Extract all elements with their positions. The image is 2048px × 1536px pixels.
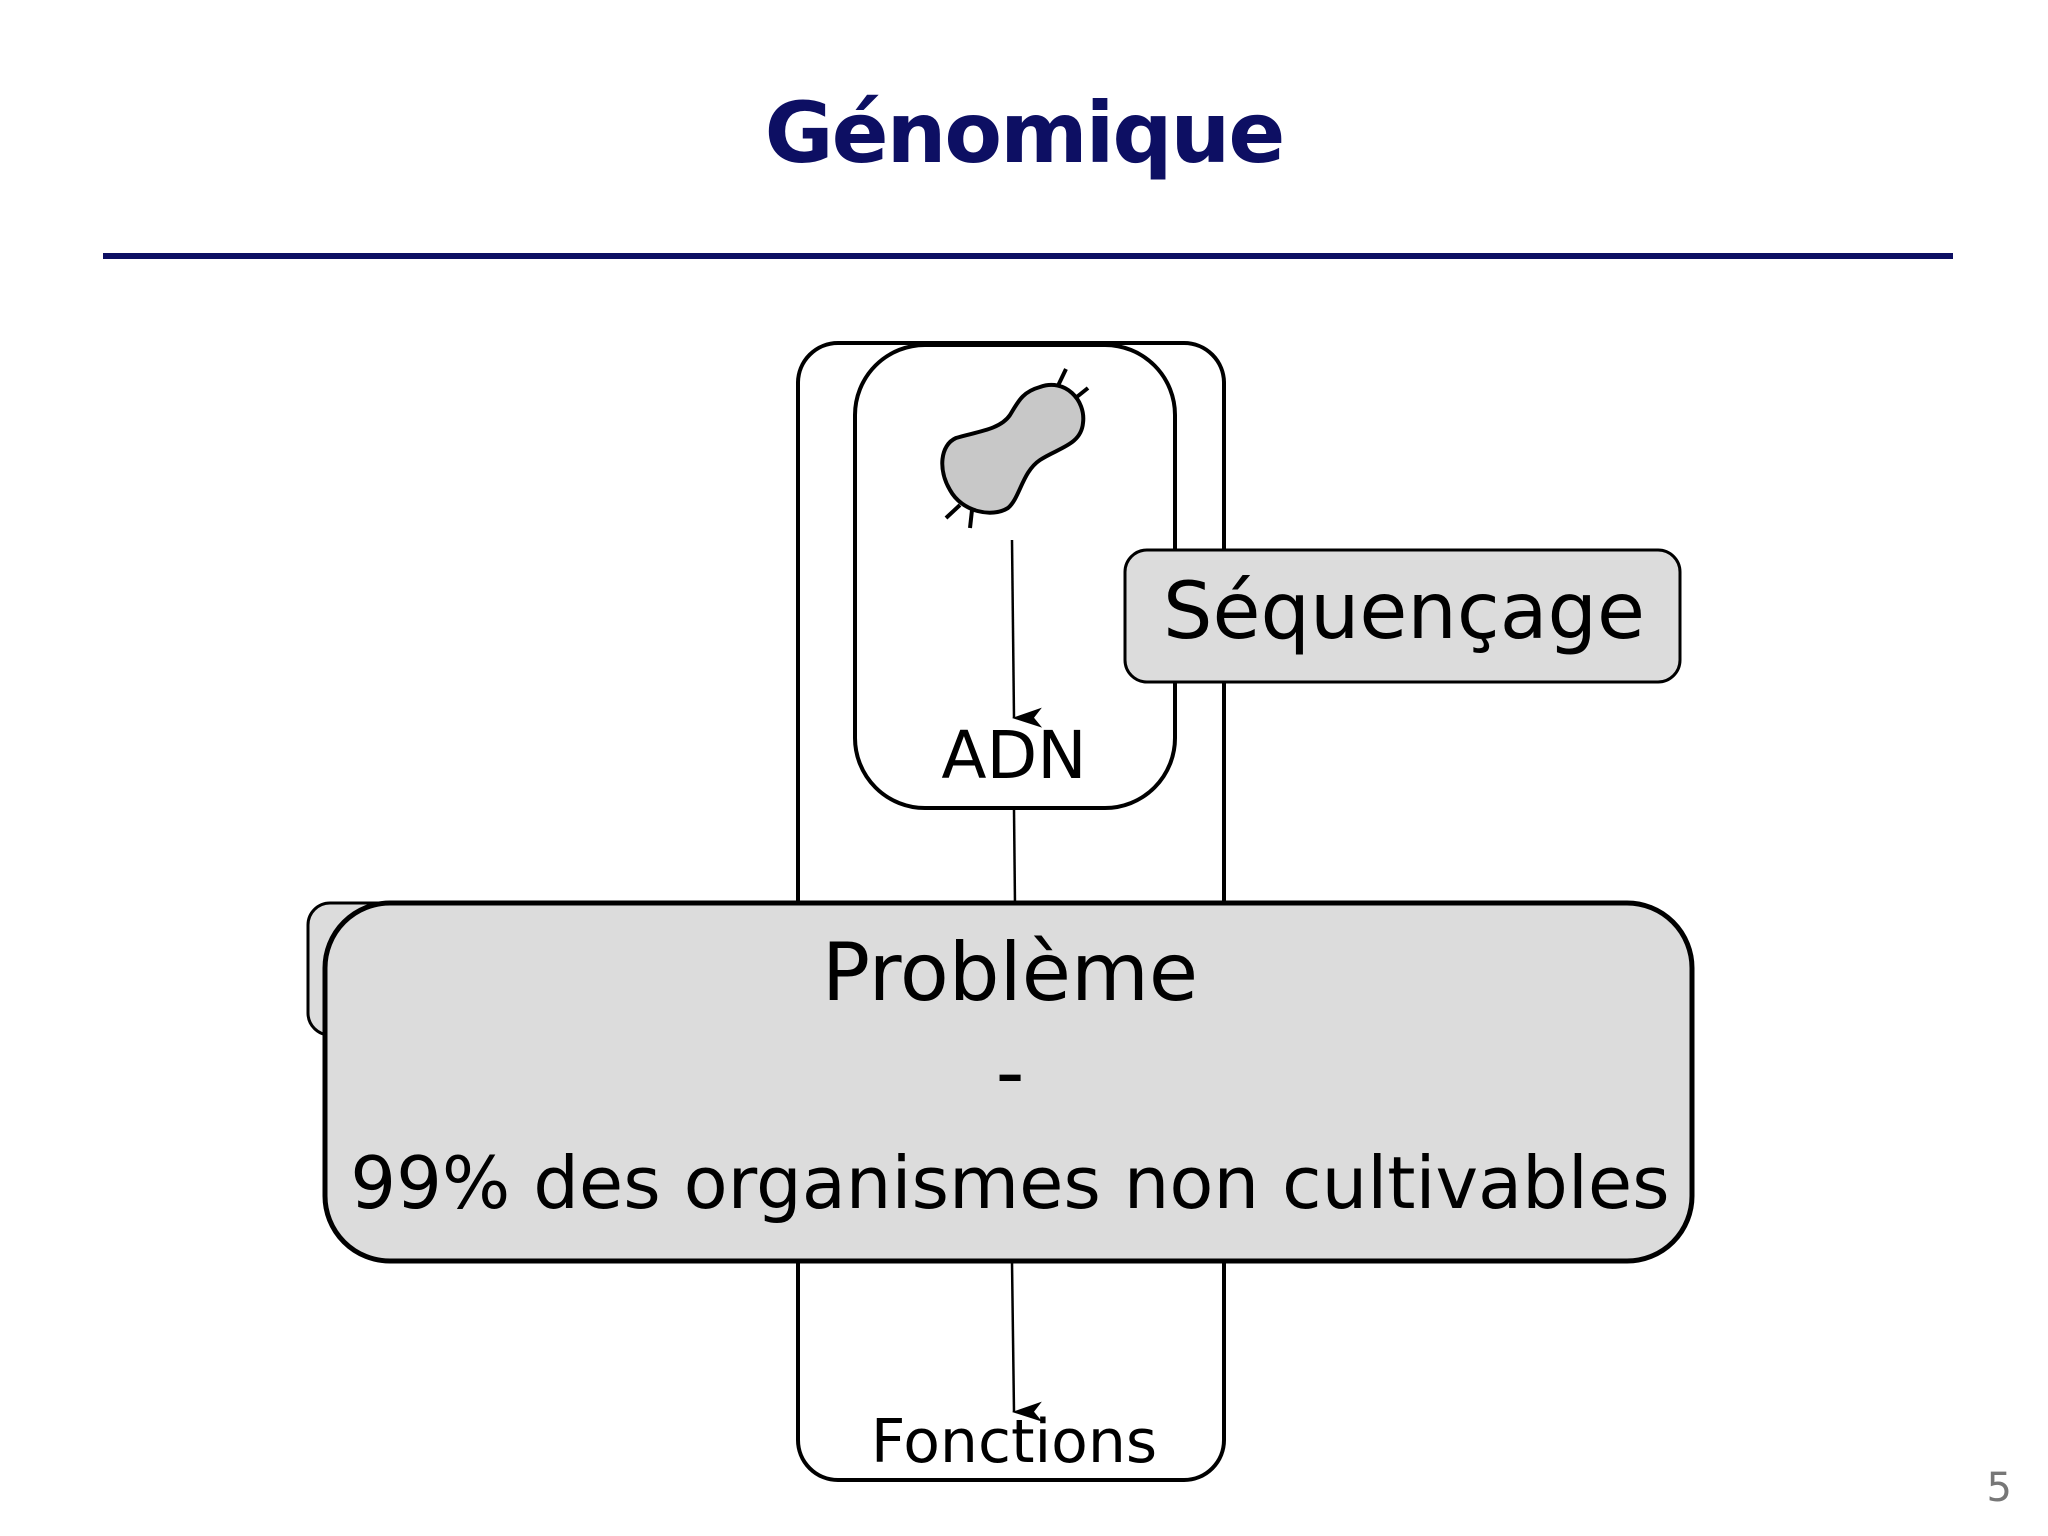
title-divider — [103, 253, 1953, 259]
bacterium-icon — [940, 368, 1090, 529]
problem-separator: - — [996, 1026, 1025, 1119]
connector-dna-down — [1012, 809, 1017, 906]
slide-title: Génomique — [764, 84, 1286, 182]
arrow-to-functions — [1010, 1261, 1043, 1422]
problem-statement: 99% des organismes non cultivables — [350, 1141, 1669, 1225]
sequencing-label: Séquençage — [1163, 567, 1645, 657]
sequencing-callout: Séquençage — [1123, 548, 1682, 684]
problem-title: Problème — [822, 926, 1198, 1019]
slide-number: 5 — [1986, 1465, 2012, 1511]
dna-label: ADN — [941, 717, 1086, 794]
functions-label: Fonctions — [871, 1407, 1157, 1477]
problem-callout: Problème - 99% des organismes non cultiv… — [322, 900, 1695, 1264]
arrow-to-dna — [1010, 539, 1043, 728]
